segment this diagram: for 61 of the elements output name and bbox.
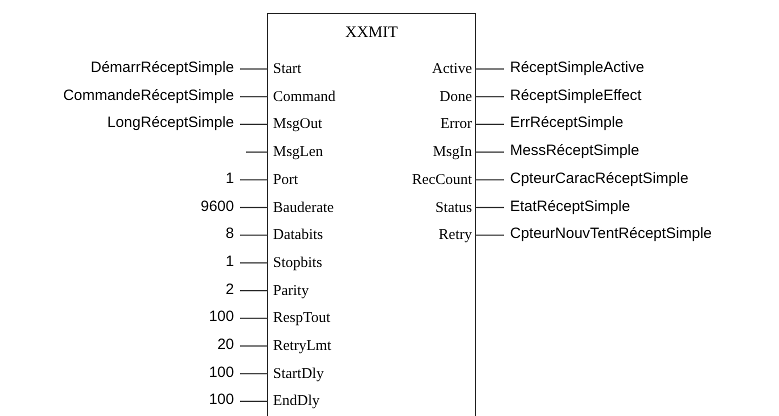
input-pin-label: Command — [268, 88, 336, 106]
input-variable: 8 — [226, 225, 234, 244]
connection-line — [240, 262, 268, 264]
input-pin-label: MsgLen — [268, 143, 323, 162]
connection-line — [240, 179, 268, 180]
input-pin-label: Databits — [268, 226, 323, 244]
output-variable: ErrRéceptSimple — [510, 114, 624, 132]
output-pin-label: MsgIn — [432, 143, 475, 162]
connection-line — [475, 234, 504, 236]
connection-line — [240, 234, 268, 236]
connection-line — [240, 290, 268, 292]
connection-line — [246, 152, 268, 153]
connection-line — [240, 345, 268, 347]
connection-line — [240, 318, 268, 319]
output-pin-label: Error — [440, 115, 475, 134]
connection-line — [475, 68, 504, 70]
output-variable: CpteurNouvTentRéceptSimple — [510, 225, 712, 244]
input-pin-label: EndDly — [268, 392, 320, 410]
input-variable: 100 — [208, 364, 234, 382]
input-variable: 1 — [226, 170, 234, 188]
connection-line — [240, 206, 268, 208]
input-pin-label: RetryLmt — [268, 337, 332, 355]
connection-line — [240, 96, 268, 98]
output-variable: RéceptSimpleActive — [510, 59, 644, 77]
output-variable: RéceptSimpleEffect — [510, 86, 642, 105]
input-pin-label: StartDly — [268, 364, 324, 383]
connection-line — [475, 124, 504, 125]
output-pin-label: Done — [440, 88, 475, 106]
input-variable: 20 — [217, 336, 234, 354]
connection-line — [240, 68, 268, 70]
input-pin-label: Start — [268, 60, 302, 78]
connection-line — [475, 152, 504, 153]
connection-line — [475, 179, 504, 180]
input-variable: LongRéceptSimple — [107, 114, 234, 132]
input-variable: 1 — [226, 252, 234, 271]
block-title: XXMIT — [344, 24, 399, 42]
connection-line — [240, 373, 268, 374]
output-pin-label: Status — [435, 198, 475, 216]
input-variable: 100 — [208, 391, 234, 410]
input-pin-label: Port — [268, 170, 298, 189]
input-pin-label: Stopbits — [268, 254, 322, 272]
connection-line — [240, 124, 268, 125]
input-pin-label: Bauderate — [268, 198, 334, 216]
input-variable: CommandeRéceptSimple — [63, 86, 234, 105]
input-pin-label: RespTout — [268, 309, 330, 328]
output-pin-label: Retry — [438, 226, 475, 244]
input-variable: DémarrRéceptSimple — [90, 59, 234, 77]
input-variable: 9600 — [200, 198, 234, 216]
input-variable: 2 — [226, 280, 234, 299]
output-variable: EtatRéceptSimple — [510, 198, 630, 216]
input-variable: 100 — [208, 308, 234, 326]
output-variable: MessRéceptSimple — [510, 142, 640, 160]
input-pin-label: MsgOut — [268, 115, 322, 134]
connection-line — [475, 206, 504, 208]
connection-line — [475, 96, 504, 98]
output-pin-label: Active — [432, 60, 475, 78]
function-block — [267, 13, 476, 416]
connection-line — [240, 400, 268, 402]
output-variable: CpteurCaracRéceptSimple — [510, 170, 688, 188]
output-pin-label: RecCount — [412, 170, 475, 189]
input-pin-label: Parity — [268, 282, 309, 300]
